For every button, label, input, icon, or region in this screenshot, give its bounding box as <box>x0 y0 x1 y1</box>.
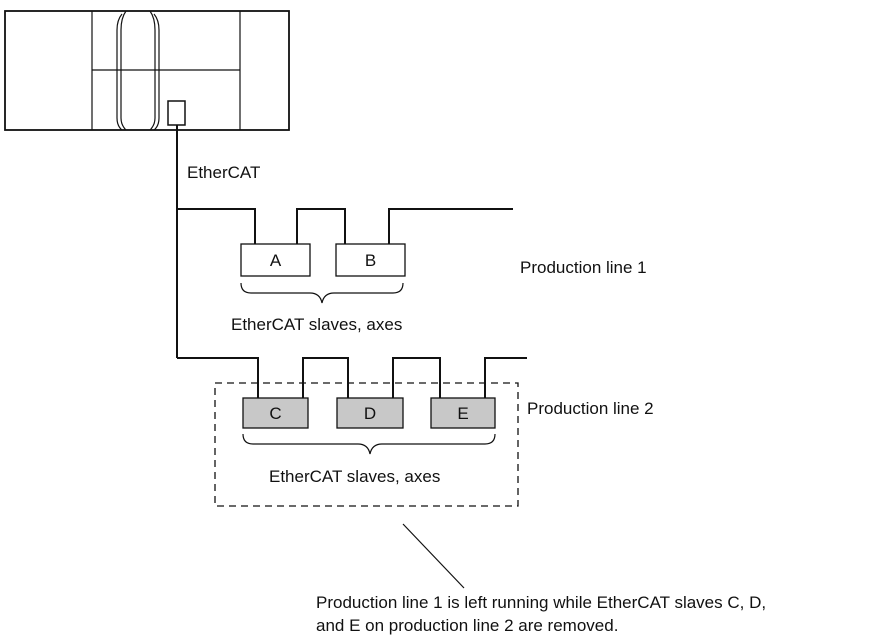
note-line-2: and E on production line 2 are removed. <box>316 616 618 635</box>
ethercat-network-label: EtherCAT <box>187 163 260 182</box>
slave-box-a: A <box>240 243 311 277</box>
line-2-brace <box>242 433 496 455</box>
slave-label-e: E <box>457 404 468 423</box>
slave-label-c: C <box>269 404 281 423</box>
note-line-1: Production line 1 is left running while … <box>316 593 766 612</box>
line-2-slaves-caption: EtherCAT slaves, axes <box>269 467 440 486</box>
production-line-1-slaves: A B <box>240 243 406 277</box>
ethercat-port <box>167 100 186 126</box>
ethercat-cable <box>176 125 527 398</box>
slave-label-a: A <box>270 251 282 270</box>
line-1-brace <box>240 282 404 304</box>
production-line-1-label: Production line 1 <box>520 258 647 277</box>
note-leader-line <box>402 523 465 589</box>
slave-box-e: E <box>430 397 496 429</box>
slave-label-d: D <box>364 404 376 423</box>
controller-unit <box>4 10 290 131</box>
slave-box-b: B <box>335 243 406 277</box>
line-1-slaves-caption: EtherCAT slaves, axes <box>231 315 402 334</box>
production-line-2-label: Production line 2 <box>527 399 654 418</box>
slave-box-d: D <box>336 397 404 429</box>
slave-label-b: B <box>365 251 376 270</box>
production-line-2-slaves: C D E <box>242 397 496 429</box>
slave-box-c: C <box>242 397 309 429</box>
removal-boundary <box>214 382 519 507</box>
